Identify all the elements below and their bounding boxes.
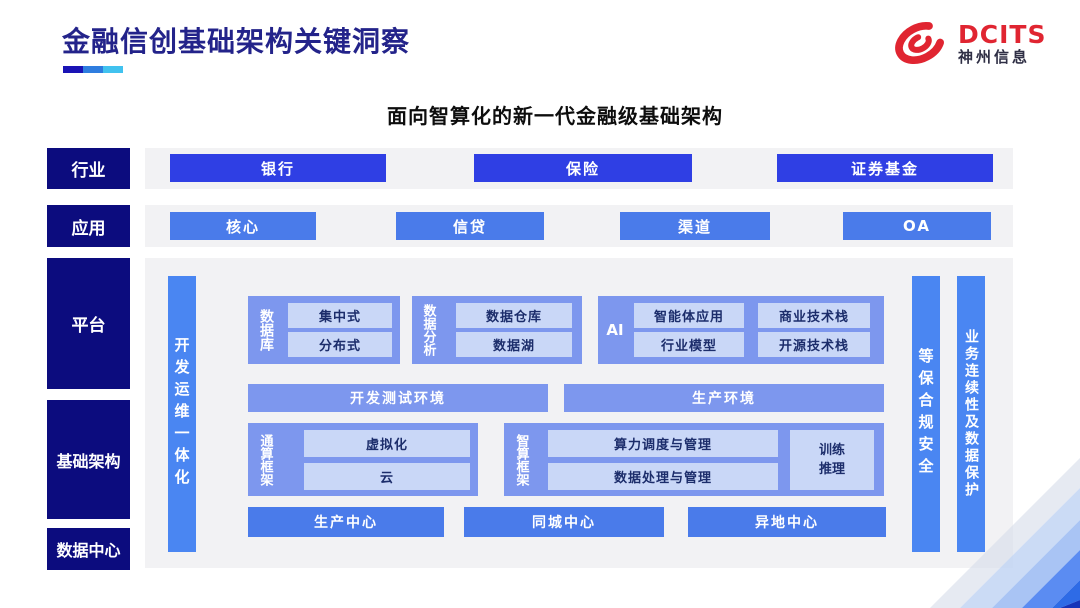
continuity-vertical-bar: 业务连续性及数据保护 xyxy=(957,276,985,552)
application-item-core: 核心 xyxy=(170,212,316,240)
database-section: 数据库 集中式 分布式 xyxy=(248,296,400,364)
side-label-infrastructure: 基础架构 xyxy=(47,400,130,519)
database-item-centralized: 集中式 xyxy=(288,303,392,328)
swirl-icon xyxy=(895,21,945,65)
ai-item-commercial-stack: 商业技术栈 xyxy=(758,303,870,328)
inference-line: 推理 xyxy=(818,462,845,477)
analytics-item-lake: 数据湖 xyxy=(456,332,572,357)
security-vertical-bar: 等保合规安全 xyxy=(912,276,940,552)
production-env-bar: 生产环境 xyxy=(564,384,884,412)
side-label-platform: 平台 xyxy=(47,258,130,389)
center-item-production: 生产中心 xyxy=(248,507,444,537)
side-label-application: 应用 xyxy=(47,205,130,247)
training-line: 训练 xyxy=(818,442,845,458)
application-item-channel: 渠道 xyxy=(620,212,770,240)
general-framework-section: 通算框架 虚拟化 云 xyxy=(248,423,478,496)
analytics-item-warehouse: 数据仓库 xyxy=(456,303,572,328)
intelligent-framework-label: 智算框架 xyxy=(513,433,529,486)
general-framework-item-virtualization: 虚拟化 xyxy=(304,430,470,457)
page-title: 金融信创基础架构关键洞察 xyxy=(62,25,411,58)
center-item-samecity: 同城中心 xyxy=(464,507,664,537)
intelligent-framework-item-compute-scheduling: 算力调度与管理 xyxy=(548,430,778,457)
title-underline xyxy=(63,66,123,73)
industry-item-securities: 证券基金 xyxy=(777,154,993,182)
general-framework-label: 通算框架 xyxy=(257,433,273,486)
application-item-credit: 信贷 xyxy=(396,212,544,240)
ai-item-opensource-stack: 开源技术栈 xyxy=(758,332,870,357)
logo-company: 神州信息 xyxy=(958,47,1031,66)
underline-segment xyxy=(83,66,103,73)
underline-segment xyxy=(103,66,123,73)
diagram-title: 面向智算化的新一代金融级基础架构 xyxy=(387,104,723,128)
devtest-env-bar: 开发测试环境 xyxy=(248,384,548,412)
corner-decoration xyxy=(930,458,1080,608)
devops-vertical-bar: 开发运维一体化 xyxy=(168,276,196,552)
general-framework-item-cloud: 云 xyxy=(304,463,470,490)
underline-segment xyxy=(63,66,83,73)
logo-brand: DCITS xyxy=(958,20,1047,49)
analytics-section-label: 数据分析 xyxy=(420,304,436,356)
intelligent-framework-item-data-management: 数据处理与管理 xyxy=(548,463,778,490)
database-item-distributed: 分布式 xyxy=(288,332,392,357)
database-section-label: 数据库 xyxy=(258,309,274,351)
industry-item-bank: 银行 xyxy=(170,154,386,182)
ai-item-agent-app: 智能体应用 xyxy=(634,303,744,328)
application-item-oa: OA xyxy=(843,212,991,240)
ai-section: AI 智能体应用 商业技术栈 行业模型 开源技术栈 xyxy=(598,296,884,364)
side-label-industry: 行业 xyxy=(47,148,130,189)
dcits-logo: DCITS 神州信息 xyxy=(890,16,1046,70)
ai-section-label: AI xyxy=(606,321,624,339)
intelligent-framework-section: 智算框架 算力调度与管理 数据处理与管理 训练 推理 xyxy=(504,423,884,496)
side-label-datacenter: 数据中心 xyxy=(47,528,130,570)
industry-item-insurance: 保险 xyxy=(474,154,692,182)
center-item-remote: 异地中心 xyxy=(688,507,886,537)
training-inference-box: 训练 推理 xyxy=(790,430,874,490)
ai-item-industry-model: 行业模型 xyxy=(634,332,744,357)
analytics-section: 数据分析 数据仓库 数据湖 xyxy=(412,296,582,364)
